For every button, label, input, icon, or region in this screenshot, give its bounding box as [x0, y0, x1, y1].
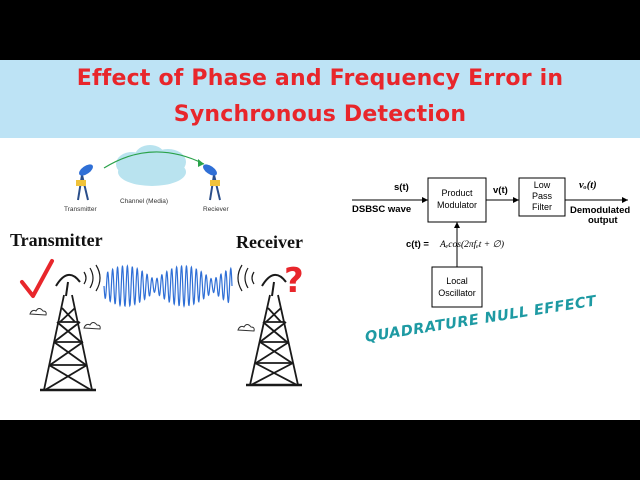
product-modulator-line1: Product — [441, 188, 473, 198]
arrow-icon — [454, 222, 460, 228]
question-mark-icon: ? — [284, 261, 304, 301]
receiver-label: Receiver — [236, 232, 303, 252]
receiver-tower-icon — [237, 264, 302, 387]
input-description-label: DSBSC wave — [352, 204, 411, 215]
small-receiver-label: Reciever — [203, 206, 229, 213]
arrow-icon — [513, 197, 519, 203]
lpf-line2: Pass — [532, 191, 553, 201]
arrow-icon — [422, 197, 428, 203]
oscillator-line1: Local — [446, 276, 468, 286]
transmitter-tower-icon — [40, 264, 101, 392]
cloud-doodle-icon — [29, 308, 47, 316]
cloud-doodle-icon — [83, 322, 101, 330]
title-banner: Effect of Phase and Frequency Error in S… — [0, 60, 640, 138]
output-signal-label: vₒ(t) — [579, 180, 597, 191]
lpf-line1: Low — [534, 180, 551, 190]
small-receiver-dish-icon — [203, 164, 221, 201]
cloud-doodle-icon — [237, 324, 255, 332]
input-signal-label: s(t) — [394, 182, 409, 193]
product-modulator-line2: Modulator — [437, 200, 477, 210]
thumbnail-canvas: Effect of Phase and Frequency Error in S… — [0, 60, 640, 420]
title-line-1: Effect of Phase and Frequency Error in — [76, 66, 564, 91]
oscillator-line2: Oscillator — [438, 288, 476, 298]
cloud-icon — [103, 145, 205, 186]
output-description-line1: Demodulated — [570, 205, 630, 216]
block-diagram: s(t) DSBSC wave Product Modulator v(t) L… — [352, 177, 630, 308]
output-description-line2: output — [588, 215, 618, 226]
local-oscillator-block — [431, 266, 483, 308]
low-pass-filter-block — [518, 177, 566, 217]
carrier-label: c(t) = — [406, 239, 429, 250]
small-channel-sketch: Transmitter Channel (Media) Reciever — [64, 145, 229, 213]
mid-signal-label: v(t) — [493, 185, 508, 196]
checkmark-icon — [20, 259, 54, 298]
small-transmitter-dish-icon — [76, 164, 93, 201]
small-channel-label: Channel (Media) — [120, 198, 168, 205]
transmitter-label: Transmitter — [10, 230, 103, 250]
small-transmitter-label: Transmitter — [64, 206, 97, 213]
lpf-line3: Filter — [532, 202, 552, 212]
illustration-layer: Transmitter Channel (Media) Reciever Tra… — [10, 145, 630, 392]
signal-waveform — [103, 264, 233, 309]
product-modulator-block — [427, 177, 487, 223]
carrier-expression: Aₑcos(2πfₑt + ∅) — [439, 239, 504, 250]
title-line-2: Synchronous Detection — [173, 102, 467, 127]
arrow-icon — [622, 197, 628, 203]
